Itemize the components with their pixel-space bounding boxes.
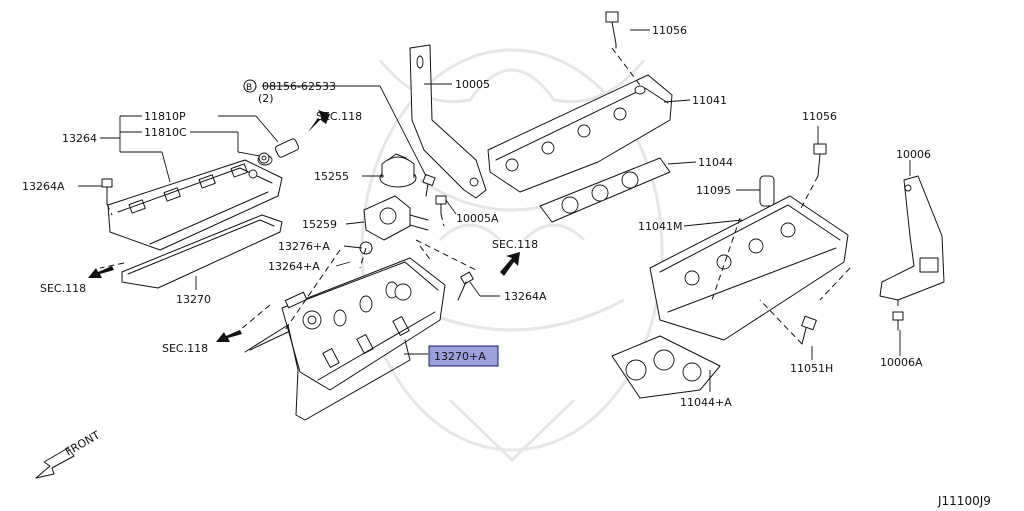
bolt-10005a[interactable] — [435, 195, 447, 215]
label-sec118-b[interactable]: SEC.118 — [492, 238, 538, 251]
oil-filler-housing[interactable] — [363, 195, 429, 241]
label-13276a[interactable]: 13276+A — [278, 240, 330, 253]
engine-hanger-10005[interactable] — [409, 44, 487, 199]
label-11041m[interactable]: 11041M — [638, 220, 682, 233]
cylinder-head-11041m[interactable] — [649, 195, 849, 341]
assembly-lines — [99, 47, 899, 345]
label-13270a[interactable]: 13270+A — [434, 350, 486, 363]
label-11095[interactable]: 11095 — [696, 184, 731, 197]
bolt-13264a-left[interactable] — [101, 178, 113, 205]
highlight-13270a — [428, 345, 499, 367]
label-11044[interactable]: 11044 — [698, 156, 733, 169]
label-10006a[interactable]: 10006A — [880, 356, 923, 369]
label-13264pa[interactable]: 13264+A — [268, 260, 320, 273]
bolt-08156[interactable] — [422, 174, 436, 197]
bolt-11056-right[interactable] — [813, 143, 827, 177]
label-11051h[interactable]: 11051H — [790, 362, 833, 375]
label-11056-top[interactable]: 11056 — [652, 24, 687, 37]
head-gasket-11044a[interactable] — [611, 335, 721, 399]
sec118-arrow-d — [216, 330, 242, 342]
label-08156-prefix: B — [246, 83, 252, 93]
label-13264a-left[interactable]: 13264A — [22, 180, 65, 193]
bolt-11051h[interactable] — [801, 315, 817, 345]
label-11041[interactable]: 11041 — [692, 94, 727, 107]
label-11810p[interactable]: 11810P — [144, 110, 186, 123]
label-11810c[interactable]: 11810C — [144, 126, 187, 139]
b-marker-icon — [243, 79, 257, 93]
bolt-13264a-mid[interactable] — [457, 271, 474, 301]
dowel-11095[interactable] — [759, 175, 775, 207]
front-label: FRONT — [63, 428, 102, 458]
label-10006[interactable]: 10006 — [896, 148, 931, 161]
arrows — [35, 110, 520, 479]
label-11056-right[interactable]: 11056 — [802, 110, 837, 123]
label-11044a[interactable]: 11044+A — [680, 396, 732, 409]
diagram-code: J11100J9 — [937, 494, 991, 508]
label-13264a-mid[interactable]: 13264A — [504, 290, 547, 303]
bolt-11056-top[interactable] — [605, 11, 619, 49]
label-sec118-a[interactable]: SEC.118 — [316, 110, 362, 123]
label-13270[interactable]: 13270 — [176, 293, 211, 306]
gasket-left[interactable] — [121, 214, 283, 289]
head-gasket-11044[interactable] — [539, 157, 671, 223]
label-08156-qty: (2) — [258, 92, 274, 105]
valve-cover-left[interactable] — [107, 154, 283, 251]
label-10005a[interactable]: 10005A — [456, 212, 499, 225]
sec118-arrow-b — [500, 252, 520, 276]
cylinder-head-11041[interactable] — [487, 74, 673, 193]
label-13264[interactable]: 13264 — [62, 132, 97, 145]
label-15259[interactable]: 15259 — [302, 218, 337, 231]
part-labels: 11056 10005 B 08156-62533 (2) 11041 1181… — [22, 24, 991, 508]
label-sec118-c[interactable]: SEC.118 — [40, 282, 86, 295]
bolt-10006a[interactable] — [892, 311, 904, 331]
engine-hanger-10006[interactable] — [879, 175, 945, 301]
label-15255[interactable]: 15255 — [314, 170, 349, 183]
leader-lines — [78, 29, 911, 392]
label-sec118-d[interactable]: SEC.118 — [162, 342, 208, 355]
valve-cover-center[interactable] — [281, 257, 446, 391]
sec118-arrow-a — [308, 110, 330, 132]
pcv-valve[interactable] — [258, 138, 300, 164]
oil-filler-cap[interactable] — [379, 153, 417, 188]
front-arrow-icon — [35, 447, 75, 479]
label-10005[interactable]: 10005 — [455, 78, 490, 91]
label-08156[interactable]: 08156-62533 — [262, 80, 336, 93]
sec118-arrow-c — [88, 266, 114, 278]
